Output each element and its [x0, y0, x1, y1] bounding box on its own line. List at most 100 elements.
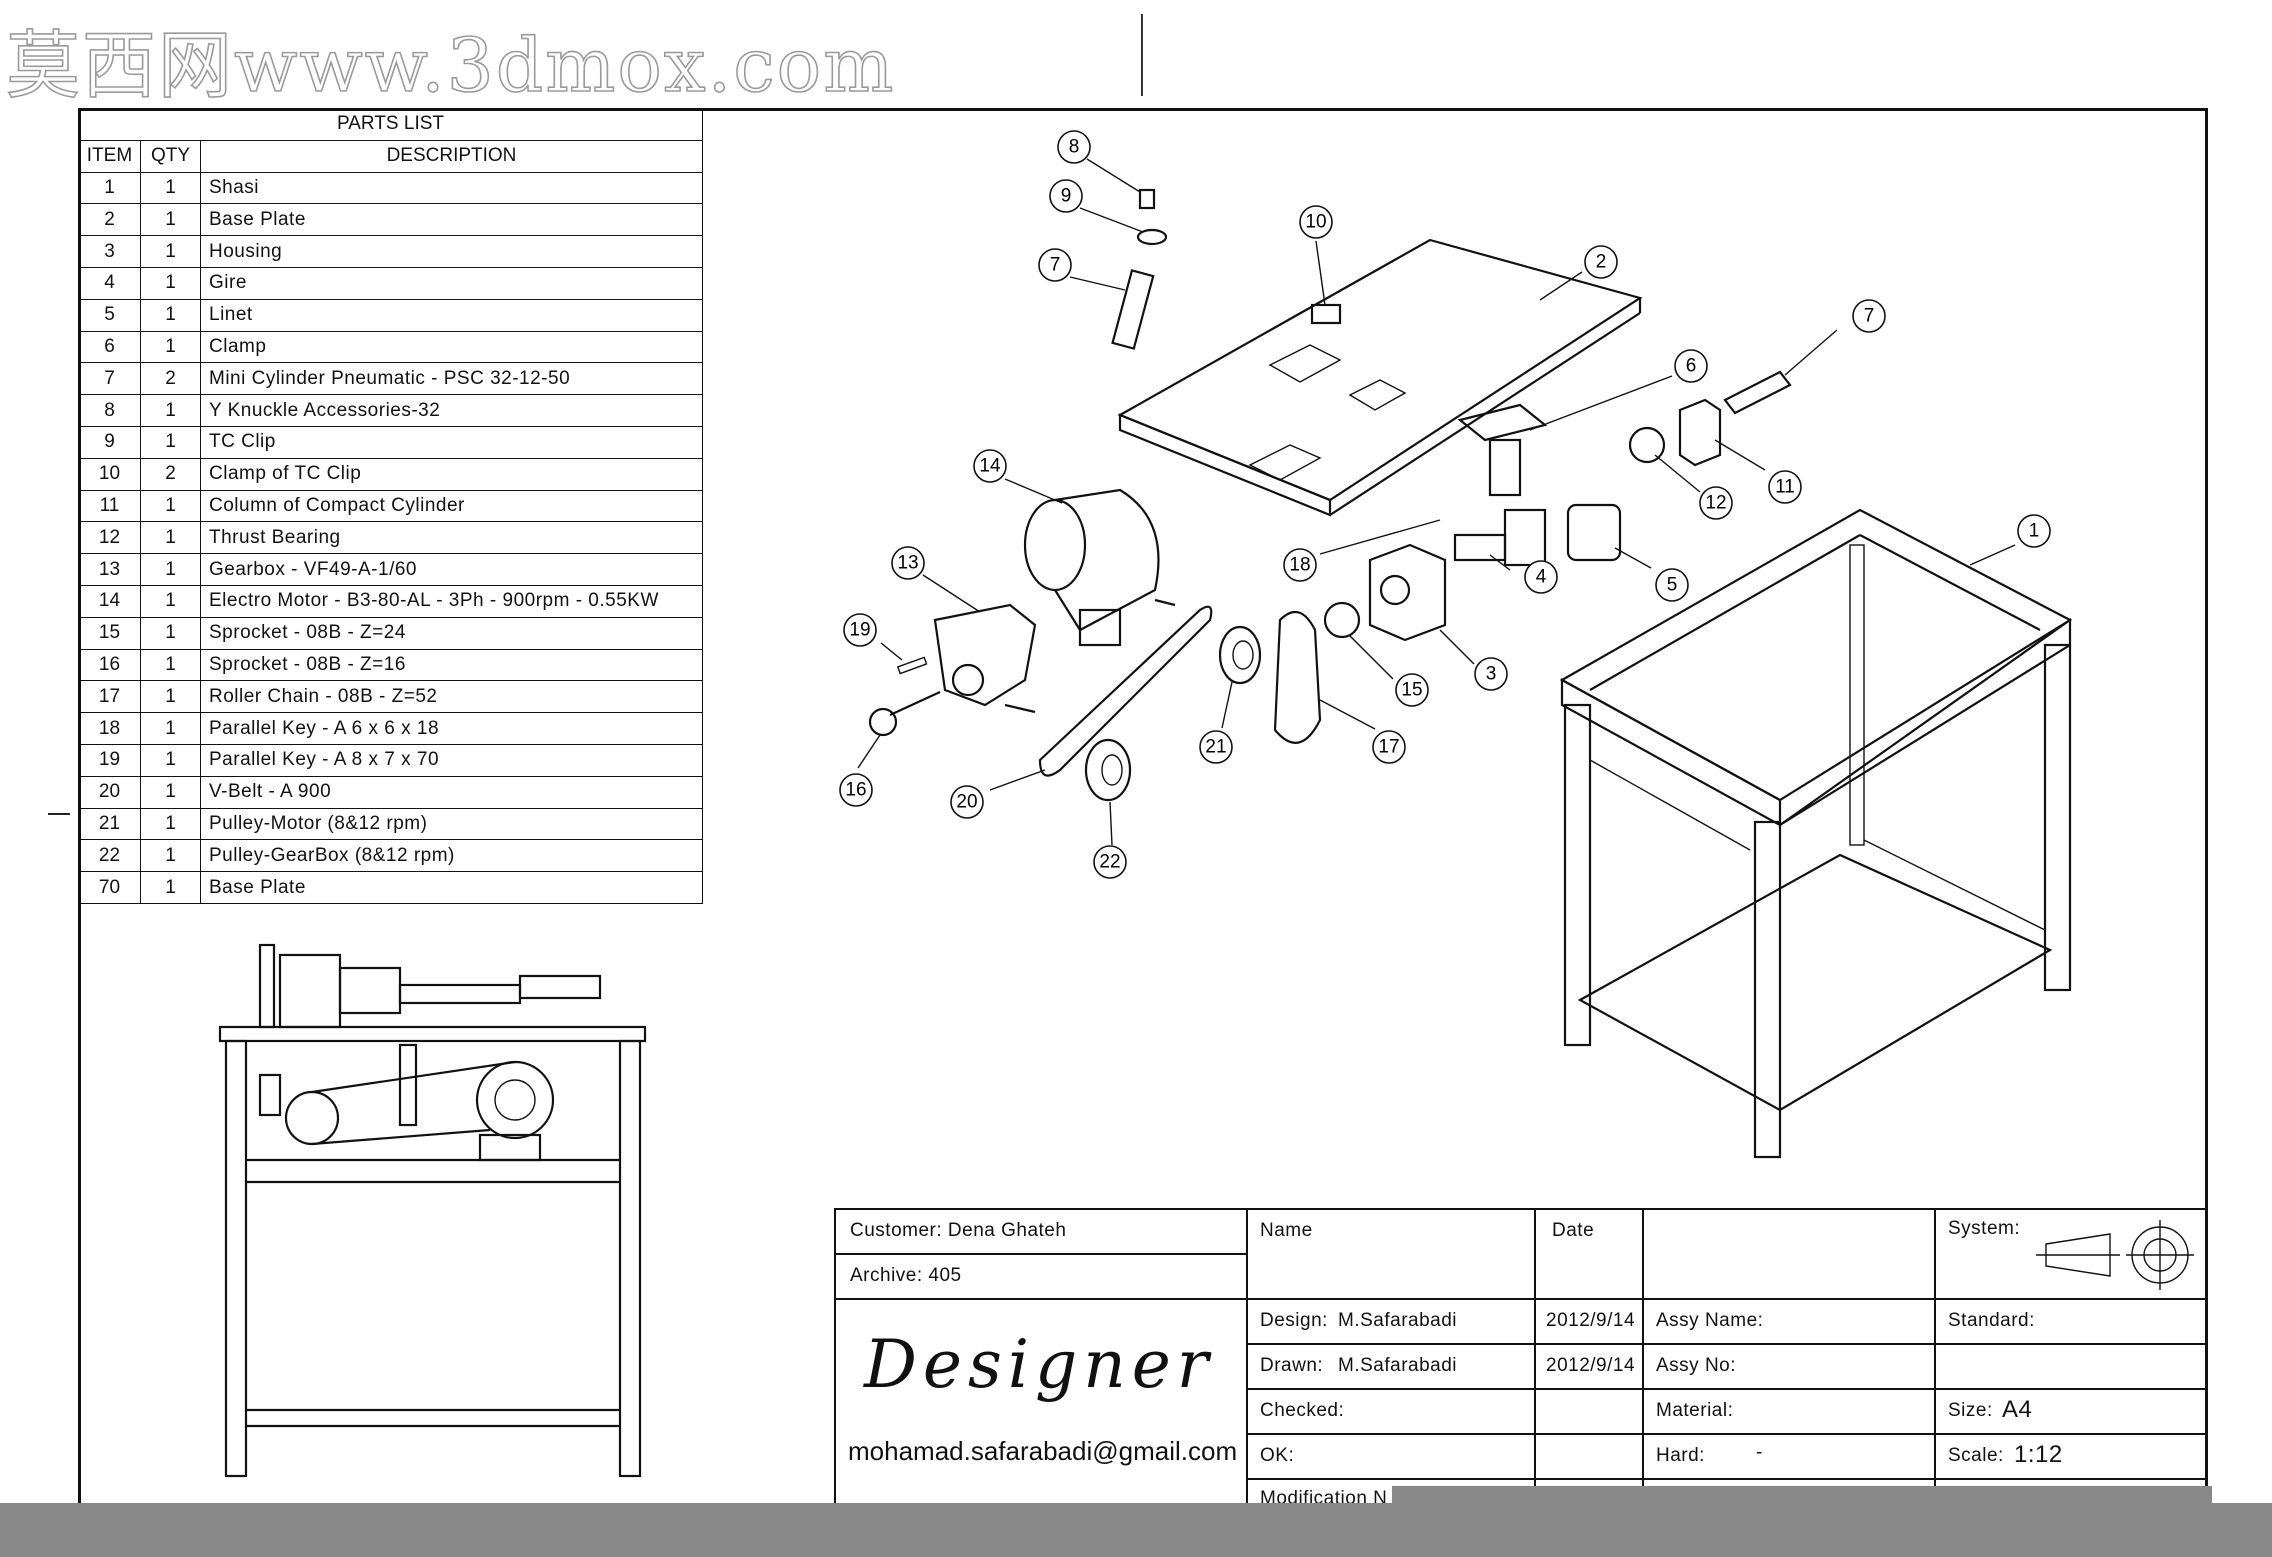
svg-text:4: 4 — [1536, 567, 1547, 588]
cell-qty: 1 — [140, 871, 201, 904]
svg-text:9: 9 — [1061, 186, 1072, 207]
cylinder-right-part — [1723, 370, 1792, 415]
frame-tick-mark — [48, 813, 70, 815]
header-qty: QTY — [140, 139, 201, 173]
cell-description: V-Belt - A 900 — [200, 775, 703, 809]
cell-description: Column of Compact Cylinder — [200, 489, 703, 523]
side-view-machine — [218, 943, 647, 1478]
cell-qty: 1 — [140, 775, 201, 809]
svg-text:5: 5 — [1667, 575, 1678, 596]
cell-qty: 1 — [140, 298, 201, 332]
cell-item: 22 — [78, 839, 141, 873]
cell-description: Housing — [200, 235, 703, 268]
balloon-7-left: 7 — [1038, 248, 1072, 282]
design-name: M.Safarabadi — [1338, 1310, 1458, 1331]
cell-item: 15 — [78, 616, 141, 650]
cell-item: 19 — [78, 743, 141, 777]
balloon-19: 19 — [843, 613, 877, 647]
material-label: Material: — [1656, 1400, 1734, 1421]
watermark-text: 莫西网www.3dmox.com — [5, 22, 896, 110]
gearbox-part — [933, 603, 1037, 714]
cell-qty: 1 — [140, 489, 201, 523]
cell-qty: 1 — [140, 171, 201, 205]
cell-qty: 2 — [140, 457, 201, 491]
svg-text:17: 17 — [1378, 737, 1399, 758]
cell-description: Parallel Key - A 6 x 6 x 18 — [200, 712, 703, 745]
svg-text:21: 21 — [1205, 737, 1226, 758]
leader-lines — [857, 158, 2016, 846]
cell-item: 2 — [78, 203, 141, 237]
svg-text:16: 16 — [845, 780, 866, 801]
cell-description: Clamp — [200, 330, 703, 364]
cell-qty: 1 — [140, 266, 201, 300]
drawn-date: 2012/9/14 — [1546, 1355, 1636, 1376]
balloon-22: 22 — [1093, 845, 1127, 879]
system-label: System: — [1948, 1218, 2021, 1239]
cell-item: 12 — [78, 521, 141, 555]
scan-bottom-edge — [1392, 1486, 2212, 1506]
base-plate-part — [1117, 238, 1643, 517]
balloon-11: 11 — [1768, 470, 1802, 504]
balloon-14: 14 — [973, 449, 1007, 483]
cell-qty: 1 — [140, 648, 201, 682]
v-belt-part — [1038, 605, 1213, 777]
svg-text:7: 7 — [1864, 306, 1875, 327]
hard-value: - — [1756, 1442, 1763, 1463]
svg-text:20: 20 — [956, 792, 977, 813]
cell-qty: 1 — [140, 680, 201, 714]
cell-description: Pulley-GearBox (8&12 rpm) — [200, 839, 703, 873]
cell-qty: 1 — [140, 743, 201, 777]
cell-description: Pulley-Motor (8&12 rpm) — [200, 807, 703, 841]
cell-item: 4 — [78, 266, 141, 300]
scan-bottom-bar — [0, 1503, 2272, 1557]
balloon-5: 5 — [1655, 568, 1689, 602]
customer-text: Customer: Dena Ghateh — [850, 1220, 1067, 1241]
cell-qty: 1 — [140, 712, 201, 745]
cell-qty: 2 — [140, 362, 201, 396]
pulley-21-part — [1218, 625, 1262, 685]
name-header: Name — [1260, 1220, 1313, 1241]
balloon-2: 2 — [1584, 245, 1618, 279]
key-19-part — [896, 656, 928, 675]
svg-text:22: 22 — [1099, 852, 1120, 873]
cell-item: 8 — [78, 394, 141, 427]
cell-description: Y Knuckle Accessories-32 — [200, 394, 703, 427]
cell-description: Mini Cylinder Pneumatic - PSC 32-12-50 — [200, 362, 703, 396]
checked-label: Checked: — [1260, 1400, 1345, 1421]
cell-qty: 1 — [140, 584, 201, 618]
cell-item: 70 — [78, 871, 141, 904]
svg-text:14: 14 — [979, 456, 1001, 477]
cell-item: 5 — [78, 298, 141, 332]
designer-signature: Designer — [864, 1326, 1215, 1403]
cell-qty: 1 — [140, 425, 201, 459]
balloon-16: 16 — [839, 773, 873, 807]
cell-description: Linet — [200, 298, 703, 332]
cell-description: Gire — [200, 266, 703, 300]
design-date: 2012/9/14 — [1546, 1310, 1636, 1331]
svg-text:19: 19 — [849, 620, 870, 641]
cell-description: Sprocket - 08B - Z=16 — [200, 648, 703, 682]
cell-description: TC Clip — [200, 425, 703, 459]
cell-item: 9 — [78, 425, 141, 459]
header-item: ITEM — [78, 139, 141, 173]
cell-item: 14 — [78, 584, 141, 618]
design-label: Design: — [1260, 1310, 1328, 1331]
cell-item: 7 — [78, 362, 141, 396]
watermark-divider — [1141, 14, 1143, 96]
cell-description: Sprocket - 08B - Z=24 — [200, 616, 703, 650]
cell-description: Base Plate — [200, 203, 703, 237]
svg-text:3: 3 — [1486, 664, 1497, 685]
